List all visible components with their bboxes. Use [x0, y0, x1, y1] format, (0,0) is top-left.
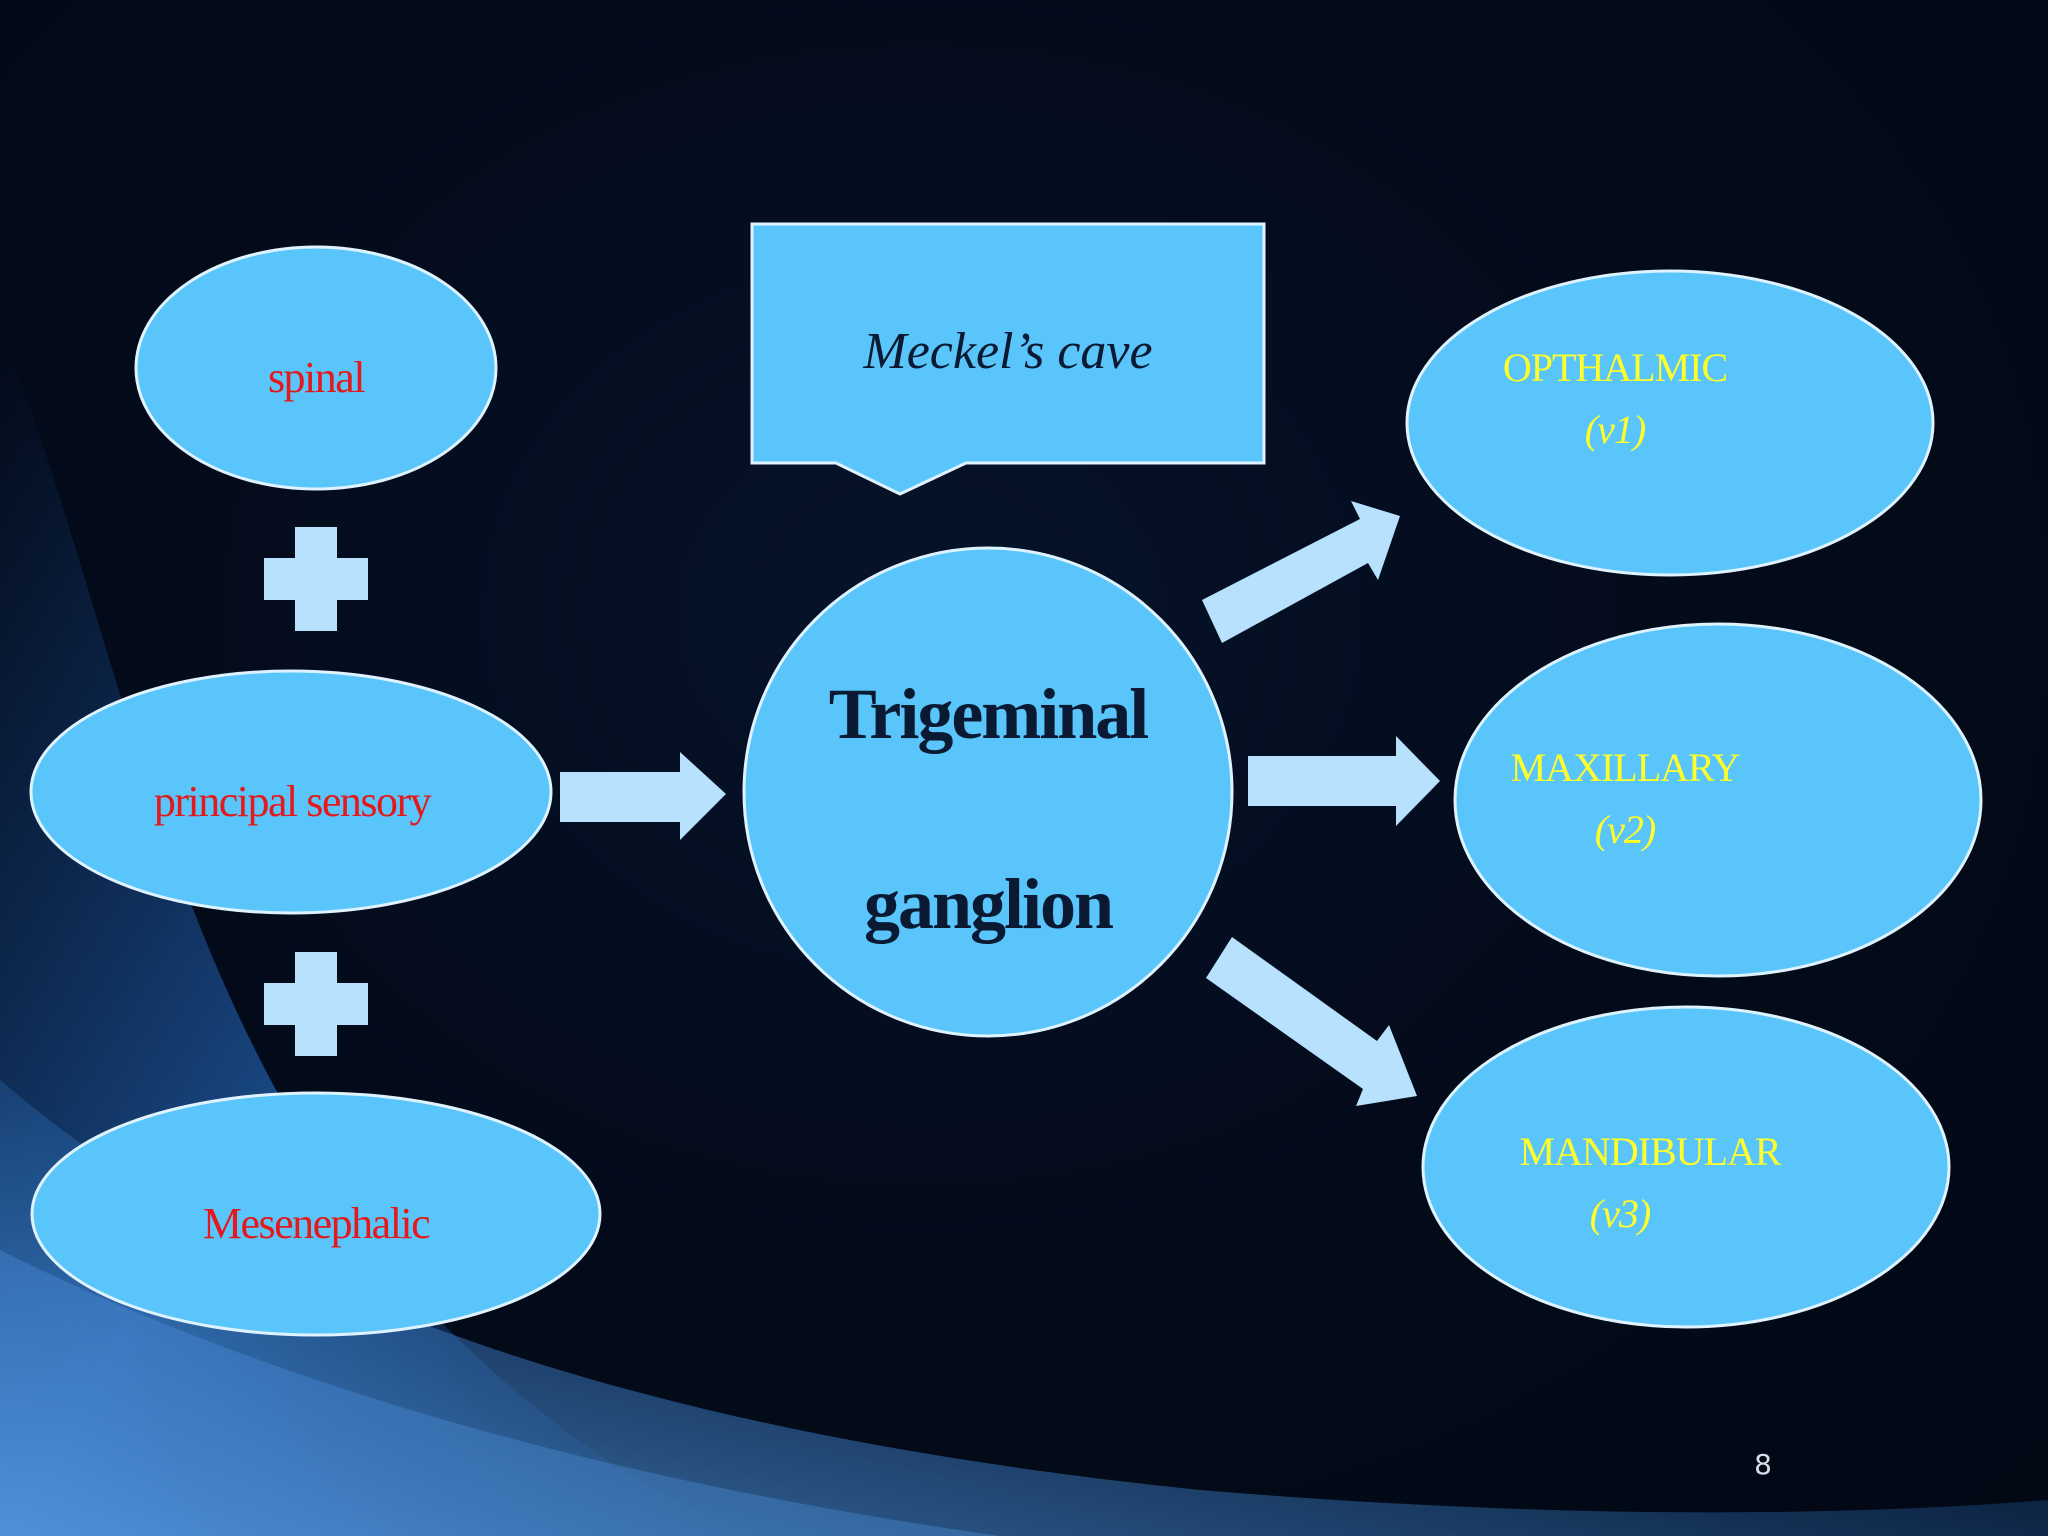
label-maxillary-code: (v2) [1594, 807, 1656, 852]
arrow-to-ophthalmic [1202, 501, 1400, 643]
callout-meckels-cave [750, 222, 1266, 496]
label-maxillary-name: MAXILLARY [1510, 745, 1741, 790]
arrow-to-ganglion [560, 752, 726, 840]
node-principal-sensory [29, 669, 553, 915]
label-mandibular-code: (v3) [1589, 1191, 1651, 1236]
node-mesenephalic [30, 1091, 602, 1337]
plus-icon-top-h [264, 558, 368, 600]
label-mandibular-name: MANDIBULAR [1519, 1129, 1781, 1174]
label-meckels-cave: Meckel’s cave [863, 323, 1153, 380]
label-ophthalmic-name: OPTHALMIC [1502, 345, 1728, 390]
label-maxillary: MAXILLARY (v2) [1490, 748, 1760, 850]
arrow-to-mandibular [1206, 937, 1417, 1106]
label-ganglion: ganglion [863, 864, 1114, 944]
page-number: 8 [1754, 1448, 1772, 1481]
label-principal-sensory: principal sensory [153, 777, 432, 826]
label-ophthalmic: OPTHALMIC (v1) [1480, 348, 1750, 450]
label-mesenephalic: Mesenephalic [202, 1199, 431, 1248]
node-ophthalmic [1405, 269, 1935, 577]
label-ophthalmic-code: (v1) [1584, 407, 1646, 452]
node-mandibular [1421, 1005, 1951, 1329]
label-spinal: spinal [267, 353, 366, 402]
node-trigeminal-ganglion [742, 546, 1234, 1038]
plus-icon-bottom-h [264, 983, 368, 1025]
label-trigeminal: Trigeminal [828, 674, 1150, 754]
node-spinal [134, 245, 498, 491]
arrow-to-maxillary [1248, 736, 1440, 826]
label-mandibular: MANDIBULAR (v3) [1480, 1132, 1820, 1234]
node-maxillary [1453, 622, 1983, 978]
